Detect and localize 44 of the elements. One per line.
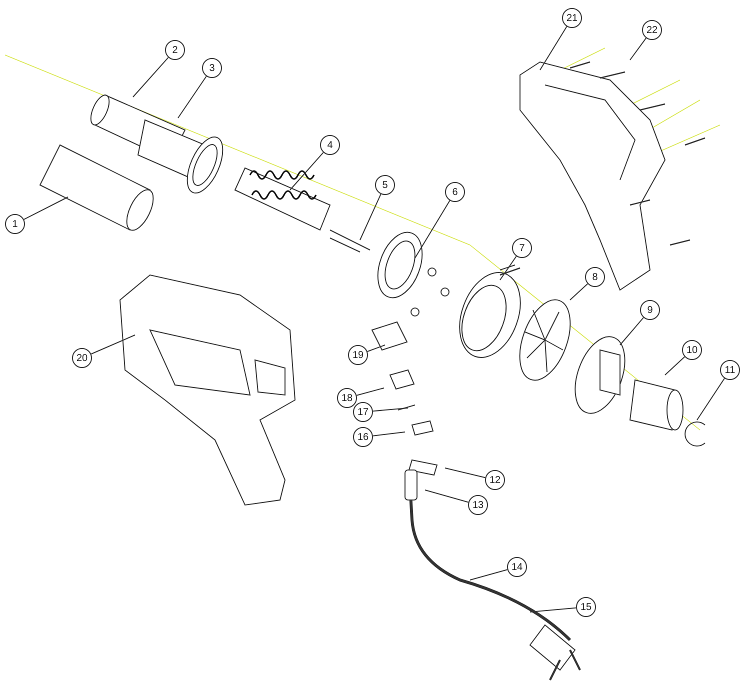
leader-line — [570, 283, 588, 300]
callout-number: 21 — [562, 8, 582, 28]
leader-line — [530, 607, 577, 612]
leader-line — [132, 56, 169, 98]
leader-line — [178, 76, 207, 118]
callout-number: 3 — [202, 58, 222, 78]
leader-line — [424, 490, 469, 503]
callout-number: 16 — [353, 427, 373, 447]
callout-number: 19 — [348, 345, 368, 365]
callout-number: 8 — [585, 267, 605, 287]
callout-number: 7 — [512, 238, 532, 258]
callout-number: 18 — [337, 388, 357, 408]
leader-line — [356, 388, 384, 396]
callout-number: 13 — [468, 495, 488, 515]
callout-number: 10 — [682, 340, 702, 360]
leader-line — [696, 378, 725, 420]
leader-line — [470, 569, 508, 580]
leader-line — [664, 356, 686, 376]
leader-line — [290, 152, 324, 190]
callout-number: 11 — [720, 360, 740, 380]
leader-line — [360, 194, 382, 240]
callout-number: 12 — [485, 470, 505, 490]
callout-number: 5 — [375, 175, 395, 195]
leader-line — [414, 200, 450, 258]
callout-number: 2 — [165, 40, 185, 60]
callout-number: 14 — [507, 557, 527, 577]
leader-line — [540, 26, 568, 70]
leader-line — [366, 344, 386, 352]
callout-number: 20 — [72, 348, 92, 368]
callout-number: 17 — [353, 402, 373, 422]
callout-number: 22 — [642, 20, 662, 40]
leader-line — [620, 317, 644, 346]
callout-number: 4 — [320, 135, 340, 155]
callout-number: 9 — [640, 300, 660, 320]
callout-number: 6 — [445, 182, 465, 202]
leader-line — [372, 408, 408, 412]
leader-line — [372, 432, 406, 436]
leader-line — [500, 256, 517, 280]
callout-number: 15 — [576, 597, 596, 617]
leader-line — [444, 468, 486, 478]
leader-line — [23, 196, 68, 220]
callout-number: 1 — [5, 214, 25, 234]
leader-line — [630, 38, 647, 60]
leader-line — [90, 334, 136, 355]
